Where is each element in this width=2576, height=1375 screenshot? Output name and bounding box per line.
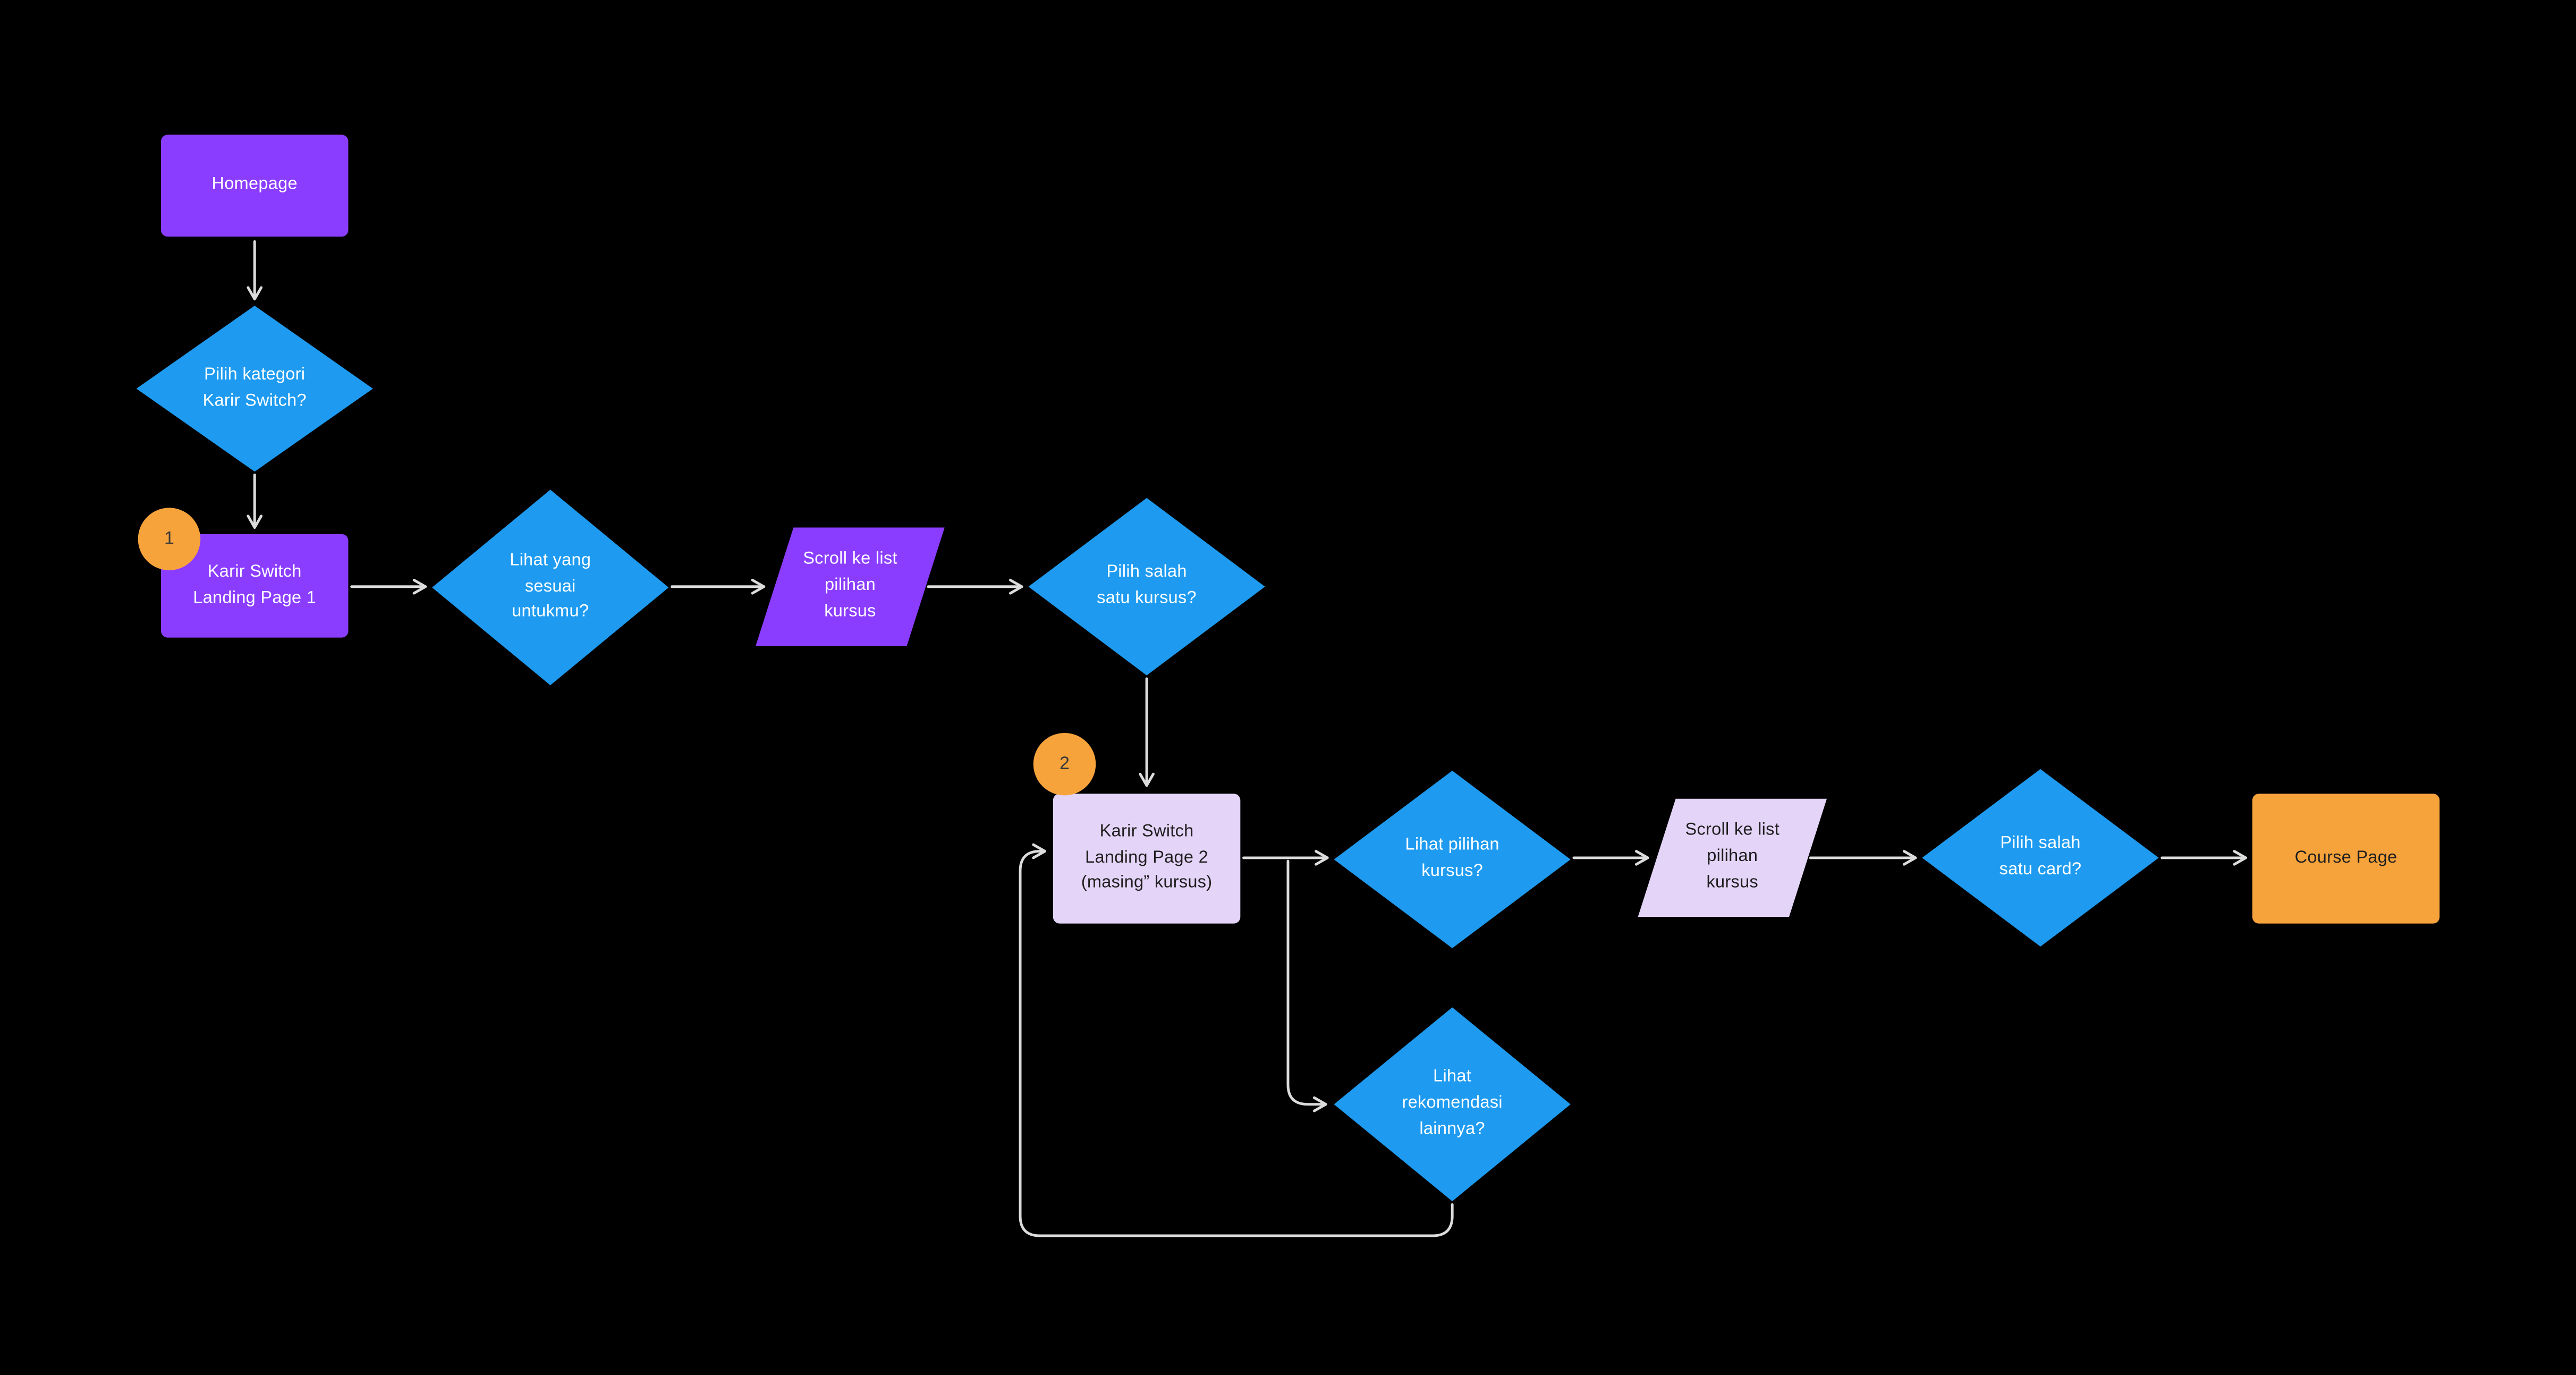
node-homepage[interactable]: Homepage: [160, 134, 349, 237]
node-decision-sesuai-label: Lihat yang sesuai untukmu?: [510, 550, 591, 622]
node-decision-kategori-label: Pilih kategori Karir Switch?: [202, 364, 307, 410]
node-scroll-list-2-label: Scroll ke list pilihan kursus: [1685, 820, 1780, 892]
node-scroll-list-1-label: Scroll ke list pilihan kursus: [803, 549, 897, 621]
step-badge-1-label: 1: [164, 529, 174, 549]
node-decision-card-label: Pilih salah satu card?: [1999, 833, 2082, 880]
node-course-page-label: Course Page: [2294, 847, 2397, 867]
node-course-page[interactable]: Course Page: [2252, 794, 2440, 924]
node-homepage-label: Homepage: [211, 174, 298, 195]
step-badge-2[interactable]: 2: [1033, 732, 1096, 796]
node-landing-page-2-label: Karir Switch Landing Page 2 (masing” kur…: [1081, 821, 1213, 893]
node-landing-page-1-label: Karir Switch Landing Page 1: [193, 561, 317, 608]
edge-rekomendasi-loop-to-landing2: [1019, 843, 1454, 1237]
node-karir-switch-landing-page-2[interactable]: Karir Switch Landing Page 2 (masing” kur…: [1053, 794, 1241, 924]
node-decision-rekomendasi-label: Lihat rekomendasi lainnya?: [1402, 1067, 1503, 1139]
node-scroll-ke-list-2[interactable]: Scroll ke list pilihan kursus: [1638, 798, 1827, 917]
step-badge-2-label: 2: [1060, 754, 1070, 774]
node-decision-kursus-label: Pilih salah satu kursus?: [1097, 562, 1197, 608]
node-decision-pilihan-label: Lihat pilihan kursus?: [1405, 835, 1499, 881]
edge-landing2-to-rekomendasi: [1286, 859, 1327, 1112]
step-badge-1[interactable]: 1: [138, 508, 201, 570]
